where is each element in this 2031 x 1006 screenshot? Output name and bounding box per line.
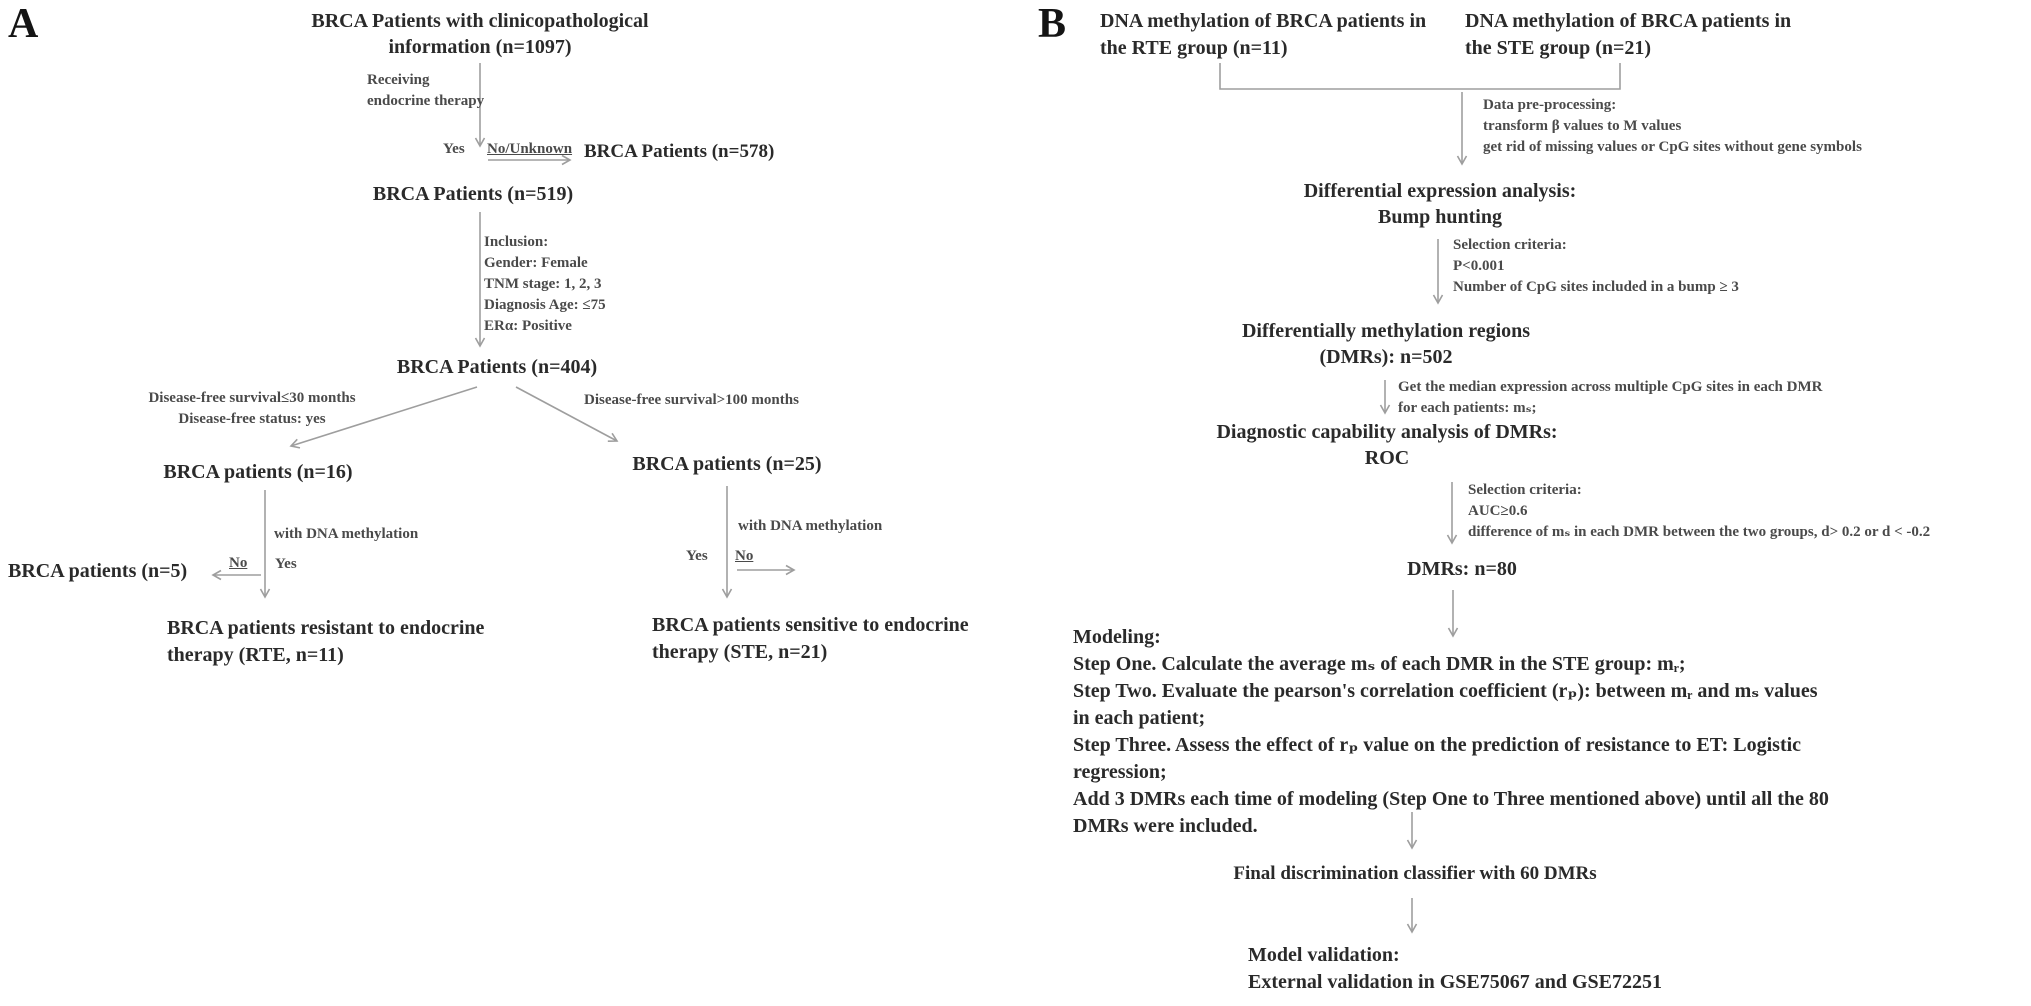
edge-label-no-right: No xyxy=(735,548,754,564)
edge-label-dfs-100-months: Disease-free survival>100 months xyxy=(584,392,799,408)
edge-label-inclusion-criteria: Inclusion: Gender: Female TNM stage: 1, … xyxy=(484,234,606,334)
node-patients-16: BRCA patients (n=16) xyxy=(163,461,353,483)
arrow-n404-to-n25 xyxy=(515,386,619,442)
node-differential-expression-analysis: Differential expression analysis: Bump h… xyxy=(1303,180,1577,228)
node-dmrs-80: DMRs: n=80 xyxy=(1407,558,1517,580)
node-dmrs-502: Differentially methylation regions (DMRs… xyxy=(1241,320,1531,368)
edge-label-with-dna-methylation-left: with DNA methylation xyxy=(274,526,419,542)
node-dna-methylation-ste: DNA methylation of BRCA patients in the … xyxy=(1465,10,1792,59)
edge-label-no-left: No xyxy=(229,555,248,571)
arrow-n404-to-n16 xyxy=(289,386,478,449)
bracket-rte-ste-join xyxy=(1219,63,1621,90)
edge-label-receiving-endocrine-therapy: Receiving endocrine therapy xyxy=(367,72,485,109)
node-patients-578: BRCA Patients (n=578) xyxy=(584,141,775,162)
node-diagnostic-capability-roc: Diagnostic capability analysis of DMRs: … xyxy=(1216,421,1558,469)
node-patients-5: BRCA patients (n=5) xyxy=(8,560,188,582)
node-model-validation: Model validation: External validation in… xyxy=(1248,944,1662,993)
edge-label-with-dna-methylation-right: with DNA methylation xyxy=(738,518,883,534)
node-dna-methylation-rte: DNA methylation of BRCA patients in the … xyxy=(1100,10,1427,59)
node-patients-1097: BRCA Patients with clinicopathological i… xyxy=(311,10,649,58)
node-modeling-steps: Modeling: Step One. Calculate the averag… xyxy=(1073,626,1829,837)
node-final-classifier: Final discrimination classifier with 60 … xyxy=(1233,863,1597,884)
node-patients-404: BRCA Patients (n=404) xyxy=(396,356,598,378)
edge-label-no-unknown: No/Unknown xyxy=(487,141,573,157)
edge-label-data-preprocessing: Data pre-processing: transform β values … xyxy=(1483,97,1862,155)
edge-label-yes-left: Yes xyxy=(275,556,297,572)
edge-label-median-expression: Get the median expression across multipl… xyxy=(1398,379,1823,416)
edge-label-yes-top: Yes xyxy=(443,141,465,157)
panel-b-label: B xyxy=(1038,1,1067,47)
panel-a-label: A xyxy=(8,1,39,47)
edge-label-yes-right: Yes xyxy=(686,548,708,564)
node-ste-group-result: BRCA patients sensitive to endocrine the… xyxy=(652,614,969,663)
node-patients-25: BRCA patients (n=25) xyxy=(632,453,822,475)
edge-label-selection-criteria-bump: Selection criteria: P<0.001 Number of Cp… xyxy=(1453,237,1739,295)
node-patients-519: BRCA Patients (n=519) xyxy=(372,183,574,205)
node-rte-group-result: BRCA patients resistant to endocrine the… xyxy=(167,617,485,666)
edge-label-dfs-30-months: Disease-free survival≤30 months Disease-… xyxy=(148,390,356,427)
edge-label-selection-criteria-auc: Selection criteria: AUC≥0.6 difference o… xyxy=(1468,482,1931,540)
